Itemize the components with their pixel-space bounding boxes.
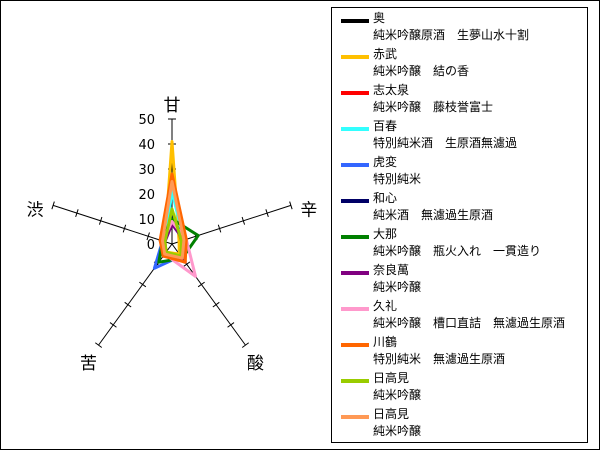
legend-series-description: 純米吟醸 結の香 bbox=[373, 64, 470, 78]
legend-series-description: 純米吟醸 bbox=[373, 424, 422, 438]
legend-swatch bbox=[341, 379, 369, 383]
radial-tick-labels: 0 10 20 30 40 50 bbox=[138, 113, 155, 253]
legend-entry: 百春特別純米酒 生原酒無濾過 bbox=[332, 116, 587, 152]
axis-labels: 甘辛酸 苦 渋 bbox=[27, 96, 318, 374]
axis-tick-mark bbox=[183, 261, 191, 267]
legend-swatch bbox=[341, 163, 369, 167]
radial-tick-label: 20 bbox=[138, 188, 155, 203]
axis-label-1: 甘 bbox=[164, 96, 181, 116]
legend-entry: 虎変特別純米 bbox=[332, 152, 587, 188]
axis-tick-mark bbox=[241, 342, 250, 348]
axis-tick-mark bbox=[139, 281, 147, 288]
axis-tick-mark bbox=[265, 209, 269, 218]
legend-series-description: 純米吟醸 bbox=[373, 388, 422, 402]
axis-tick-mark bbox=[217, 224, 222, 233]
axis-tick-mark bbox=[212, 301, 220, 308]
legend-series-name: 虎変 bbox=[373, 155, 398, 169]
radial-tick-label: 30 bbox=[138, 163, 155, 178]
legend-swatch bbox=[341, 415, 369, 419]
radial-tick-label: 0 bbox=[147, 238, 155, 253]
legend: 奥純米吟醸原酒 生夢山水十割赤武純米吟醸 結の香志太泉純米吟醸 藤枝誉富士百春特… bbox=[331, 7, 588, 443]
legend-entry: 奈良萬純米吟醸 bbox=[332, 260, 587, 296]
axis-tick-mark bbox=[289, 201, 293, 210]
radial-tick-label: 40 bbox=[138, 138, 155, 153]
axis-label-3: 酸 bbox=[247, 354, 264, 374]
legend-series-name: 赤武 bbox=[373, 47, 398, 61]
axis-tick-mark bbox=[241, 216, 246, 225]
axis-label-2: 辛 bbox=[300, 200, 317, 220]
legend-series-name: 川鶴 bbox=[373, 335, 398, 349]
legend-swatch bbox=[341, 55, 369, 59]
legend-entry: 日高見純米吟醸 bbox=[332, 404, 587, 440]
legend-series-description: 純米吟醸 槽口直詰 無濾過生原酒 bbox=[373, 316, 566, 330]
legend-entry: 和心純米酒 無濾過生原酒 bbox=[332, 188, 587, 224]
legend-swatch bbox=[341, 127, 369, 131]
axis-tick-mark bbox=[197, 281, 205, 288]
axis-label-4: 苦 bbox=[80, 354, 97, 374]
legend-series-name: 志太泉 bbox=[373, 83, 410, 97]
series-line-10 bbox=[158, 172, 188, 264]
legend-series-description: 純米吟醸 瓶火入れ 一貫造り bbox=[373, 244, 542, 258]
legend-swatch bbox=[341, 199, 369, 203]
legend-series-description: 純米酒 無濾過生原酒 bbox=[373, 208, 494, 222]
legend-swatch bbox=[341, 271, 369, 275]
axis-tick-mark bbox=[109, 322, 117, 328]
legend-series-name: 日高見 bbox=[373, 371, 410, 385]
legend-series-description: 純米吟醸原酒 生夢山水十割 bbox=[373, 28, 530, 42]
legend-entry: 川鶴特別純米 無濾過生原酒 bbox=[332, 332, 587, 368]
axis-tick-mark bbox=[75, 209, 79, 218]
axis-tick-mark bbox=[227, 322, 235, 328]
axis-label-5: 渋 bbox=[27, 200, 44, 220]
series-line-12 bbox=[161, 180, 186, 260]
legend-series-name: 日高見 bbox=[373, 407, 410, 421]
legend-swatch bbox=[341, 91, 369, 95]
radial-tick-label: 50 bbox=[138, 113, 155, 128]
legend-entry: 大那純米吟醸 瓶火入れ 一貫造り bbox=[332, 224, 587, 260]
axis-tick-mark bbox=[51, 201, 55, 210]
axis-line-5 bbox=[52, 204, 173, 245]
series-line-11 bbox=[163, 207, 183, 258]
legend-series-description: 特別純米 bbox=[373, 172, 422, 186]
legend-swatch bbox=[341, 343, 369, 347]
legend-series-description: 特別純米酒 生原酒無濾過 bbox=[373, 136, 518, 150]
legend-series-name: 久礼 bbox=[373, 299, 398, 313]
legend-series-description: 特別純米 無濾過生原酒 bbox=[373, 352, 506, 366]
axis-tick-mark bbox=[122, 224, 127, 233]
legend-series-name: 和心 bbox=[373, 191, 398, 205]
axis-tick-mark bbox=[94, 342, 103, 348]
radial-tick-label: 10 bbox=[138, 213, 155, 228]
legend-swatch bbox=[341, 235, 369, 239]
axis-tick-mark bbox=[98, 216, 103, 225]
radar-series-layer bbox=[152, 140, 200, 278]
axis-tick-mark bbox=[124, 301, 132, 308]
legend-series-name: 奈良萬 bbox=[373, 263, 410, 277]
axis-tick-mark bbox=[146, 232, 150, 241]
legend-series-description: 純米吟醸 藤枝誉富士 bbox=[373, 100, 494, 114]
legend-swatch bbox=[341, 19, 369, 23]
axis-line-2 bbox=[171, 204, 292, 245]
legend-swatch bbox=[341, 307, 369, 311]
legend-entry: 赤武純米吟醸 結の香 bbox=[332, 44, 587, 80]
axis-line-4 bbox=[98, 243, 173, 346]
legend-series-description: 純米吟醸 bbox=[373, 280, 422, 294]
legend-series-name: 大那 bbox=[373, 227, 398, 241]
legend-entry: 奥純米吟醸原酒 生夢山水十割 bbox=[332, 8, 587, 44]
legend-series-name: 百春 bbox=[373, 119, 398, 133]
legend-entry: 日高見純米吟醸 bbox=[332, 368, 587, 404]
legend-entry: 久礼純米吟醸 槽口直詰 無濾過生原酒 bbox=[332, 296, 587, 332]
legend-entry: 志太泉純米吟醸 藤枝誉富士 bbox=[332, 80, 587, 116]
legend-series-name: 奥 bbox=[373, 11, 386, 25]
